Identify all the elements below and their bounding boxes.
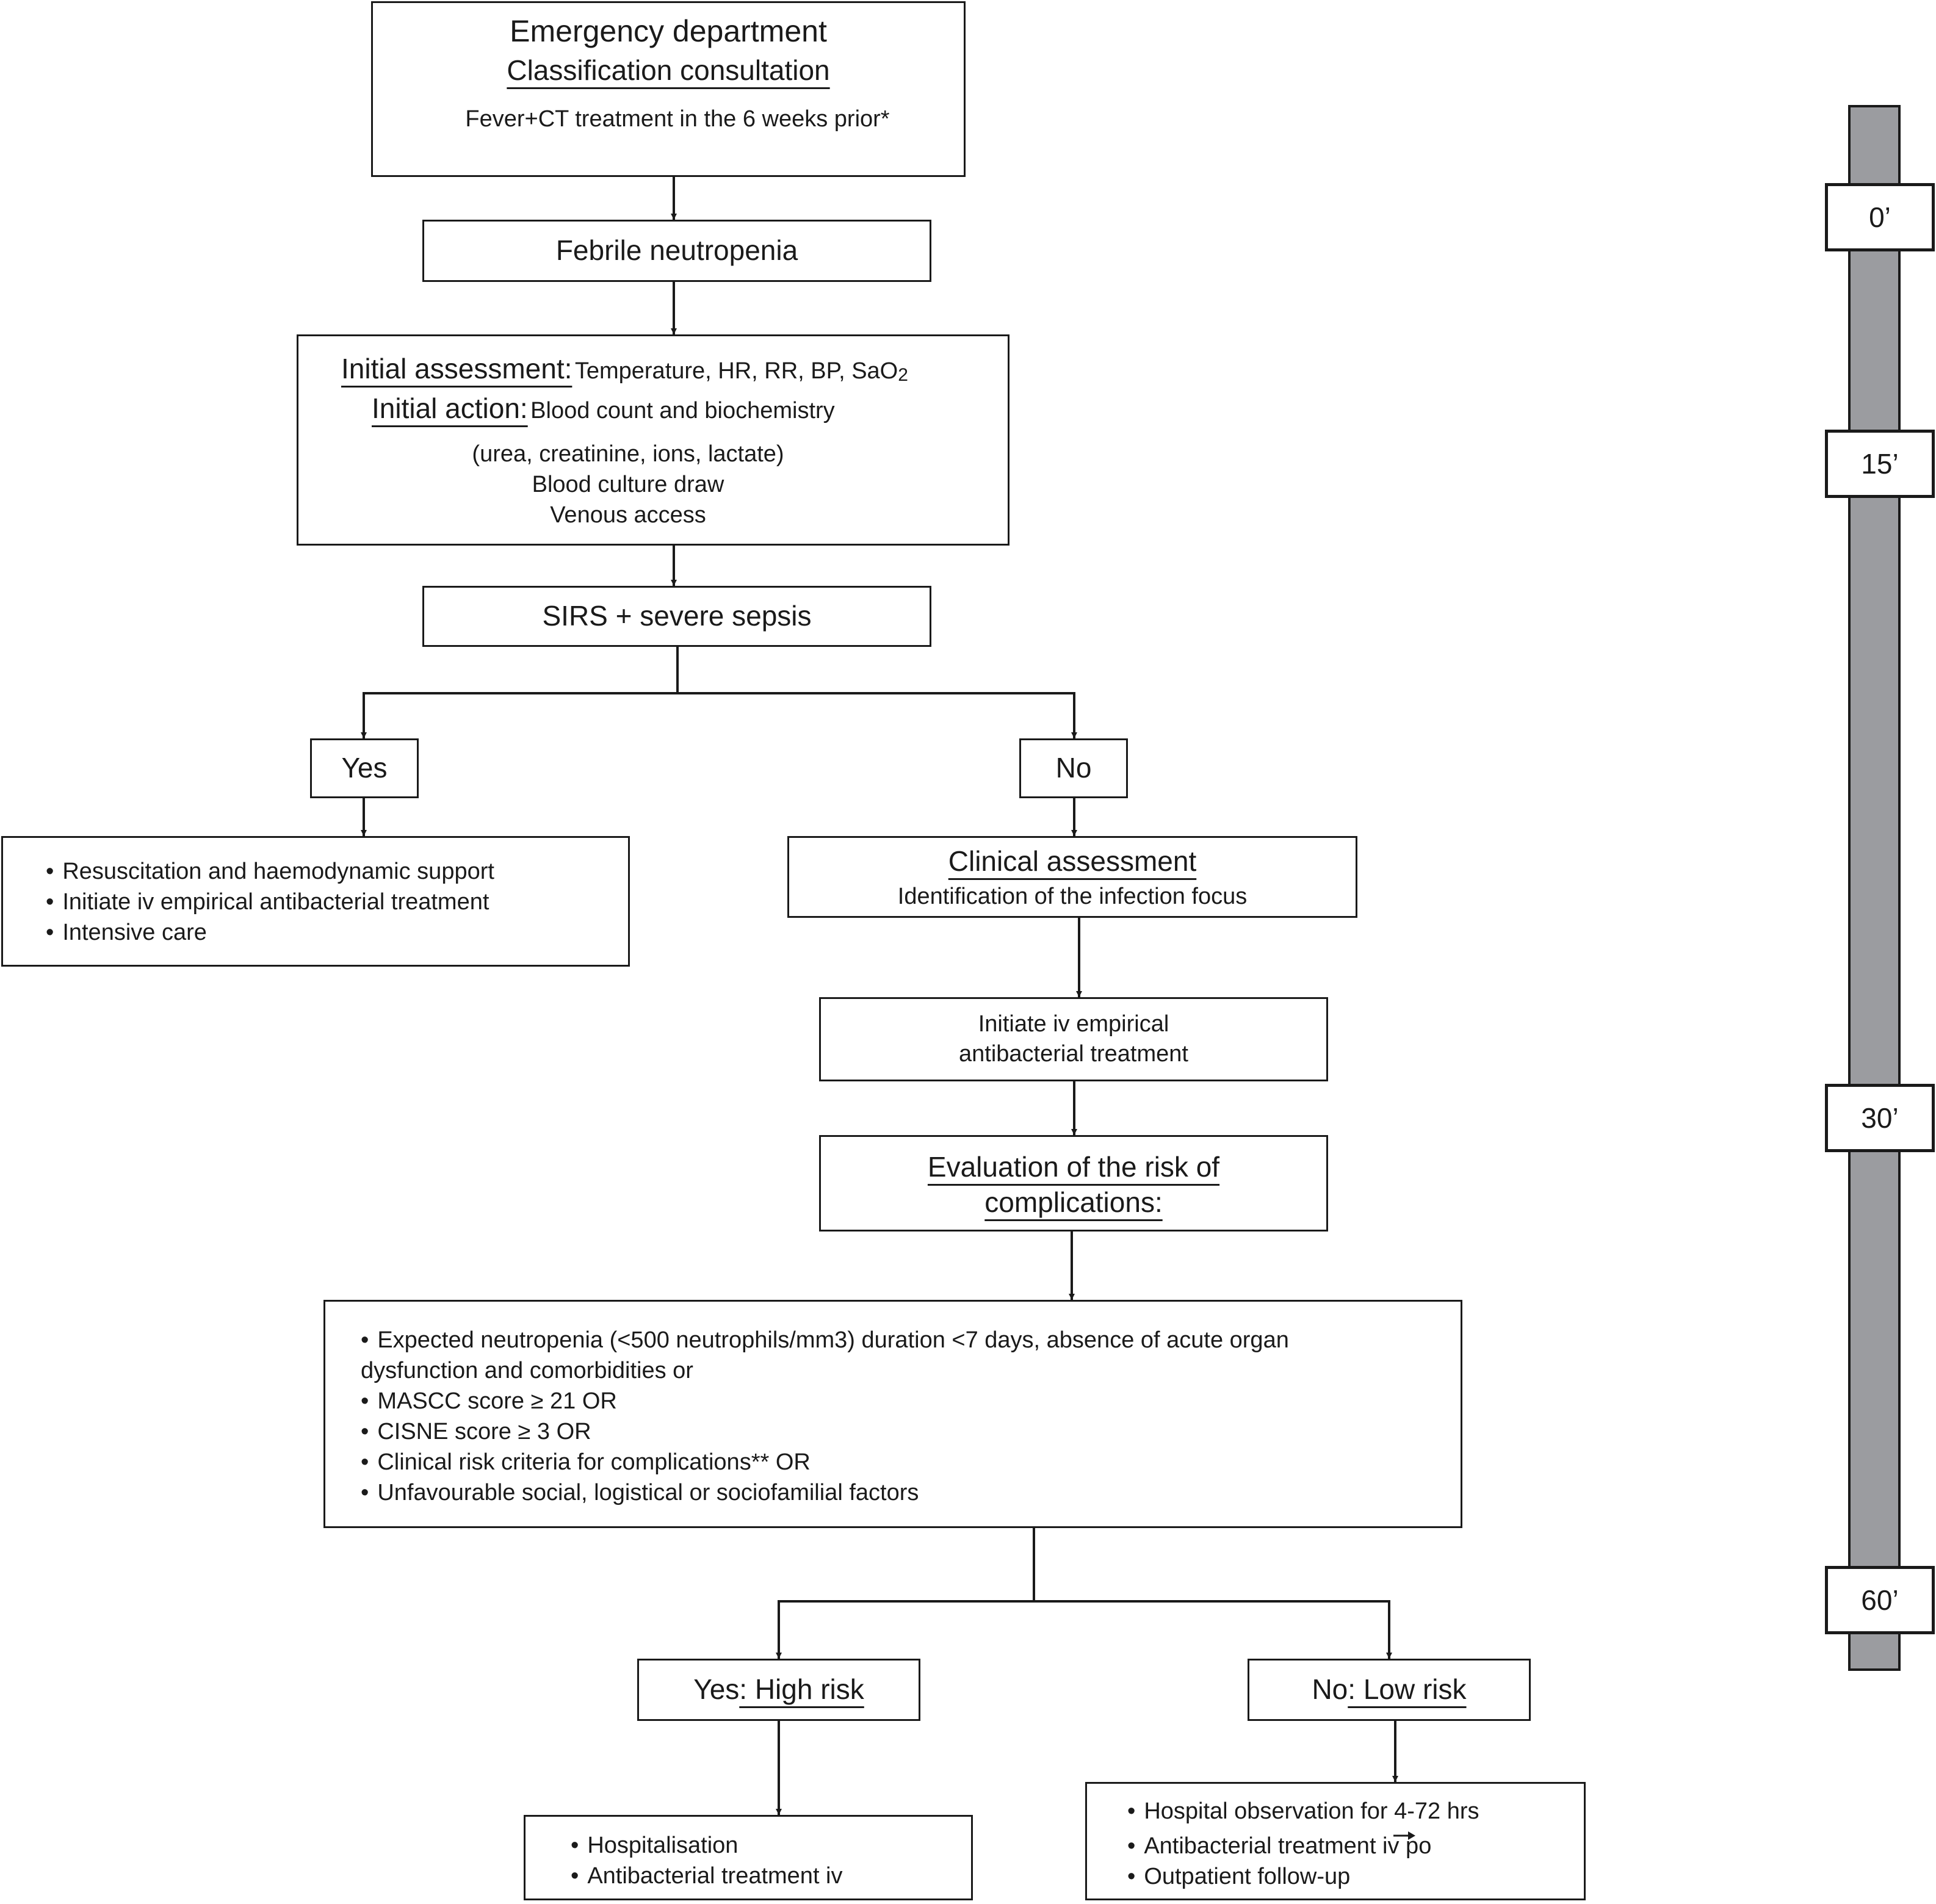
list-item: Antibacterial treatment iv po xyxy=(1127,1826,1584,1861)
risk-evaluation-line: Evaluation of the risk of xyxy=(927,1151,1220,1183)
timeline-bar xyxy=(1848,105,1901,1671)
branch-criteria xyxy=(778,1528,1035,1659)
initial-assessment-row: Initial assessment: Temperature, HR, RR,… xyxy=(298,352,1008,387)
initial-line: (urea, creatinine, ions, lactate) xyxy=(472,441,784,467)
initial-line: Blood culture draw xyxy=(532,471,724,497)
clinical-assessment-box: Clinical assessment Identification of th… xyxy=(787,836,1357,918)
high-risk-actions-box: Hospitalisation Antibacterial treatment … xyxy=(524,1815,973,1900)
initial-lines: (urea, creatinine, ions, lactate) Blood … xyxy=(298,439,958,530)
timeline-tick-60: 60’ xyxy=(1825,1566,1935,1634)
low-risk-action-text: Antibacterial treatment iv po xyxy=(1144,1833,1432,1859)
sirs-label: SIRS + severe sepsis xyxy=(542,600,812,632)
list-item: Resuscitation and haemodynamic support xyxy=(46,856,628,887)
yes-actions-list: Resuscitation and haemodynamic support I… xyxy=(46,856,628,948)
risk-evaluation-box: Evaluation of the risk of complications: xyxy=(819,1135,1328,1231)
risk-criteria-box: Expected neutropenia (<500 neutrophils/m… xyxy=(323,1300,1462,1528)
initial-assessment-text: Temperature, HR, RR, BP, SaO xyxy=(574,358,898,384)
clinical-assessment-title: Clinical assessment xyxy=(948,845,1197,877)
list-item: Clinical risk criteria for complications… xyxy=(361,1447,1461,1477)
initial-action-label: Initial action: xyxy=(372,392,528,425)
risk-criteria-list-rest: MASCC score ≥ 21 OR CISNE score ≥ 3 OR C… xyxy=(361,1386,1461,1508)
febrile-neutropenia-label: Febrile neutropenia xyxy=(555,234,798,267)
box-note: Fever+CT treatment in the 6 weeks prior* xyxy=(465,106,890,132)
branch-sirs xyxy=(363,647,679,738)
list-item: Intensive care xyxy=(46,917,628,948)
box-title: Emergency department xyxy=(510,14,827,48)
risk-criteria-list: Expected neutropenia (<500 neutrophils/m… xyxy=(361,1325,1461,1355)
branch-sirs-no xyxy=(677,692,1075,738)
no-box: No xyxy=(1019,738,1128,798)
low-risk-label: : Low risk xyxy=(1348,1673,1467,1706)
list-item: Hospital observation for 4-72 hrs xyxy=(1127,1796,1584,1826)
list-item: Outpatient follow-up xyxy=(1127,1861,1584,1892)
no-label: No xyxy=(1055,752,1092,784)
low-risk-box: No: Low risk xyxy=(1248,1659,1531,1721)
initial-assessment-box: Initial assessment: Temperature, HR, RR,… xyxy=(297,334,1010,546)
risk-evaluation-line: complications: xyxy=(984,1186,1163,1218)
list-item: Initiate iv empirical antibacterial trea… xyxy=(46,887,628,917)
initial-assessment-subscript: 2 xyxy=(898,365,908,386)
list-item: Hospitalisation xyxy=(571,1830,971,1861)
list-item: Unfavourable social, logistical or socio… xyxy=(361,1477,1461,1508)
initial-line: Venous access xyxy=(550,502,706,528)
clinical-assessment-text: Identification of the infection focus xyxy=(897,884,1248,909)
timeline-tick-30: 30’ xyxy=(1825,1084,1935,1152)
sirs-box: SIRS + severe sepsis xyxy=(422,586,931,647)
emergency-department-box: Emergency department Classification cons… xyxy=(371,1,966,177)
criteria-continuation: dysfunction and comorbidities or xyxy=(361,1358,693,1383)
branch-criteria-low xyxy=(1034,1600,1390,1659)
initial-action-text: Blood count and biochemistry xyxy=(530,398,835,424)
yes-actions-box: Resuscitation and haemodynamic support I… xyxy=(1,836,630,967)
list-item: Antibacterial treatment iv xyxy=(571,1861,971,1891)
high-risk-prefix: Yes xyxy=(693,1673,740,1706)
empirical-treatment-box: Initiate iv empirical antibacterial trea… xyxy=(819,997,1328,1081)
low-risk-actions-box: Hospital observation for 4-72 hrs Antiba… xyxy=(1085,1782,1586,1900)
high-risk-box: Yes: High risk xyxy=(637,1659,920,1721)
list-item: CISNE score ≥ 3 OR xyxy=(361,1416,1461,1447)
empirical-line: Initiate iv empirical xyxy=(978,1011,1169,1037)
initial-action-row: Initial action: Blood count and biochemi… xyxy=(298,392,1008,426)
yes-label: Yes xyxy=(341,752,388,784)
high-risk-actions-list: Hospitalisation Antibacterial treatment … xyxy=(571,1830,971,1891)
low-risk-prefix: No xyxy=(1312,1673,1348,1706)
high-risk-label: : High risk xyxy=(739,1673,864,1706)
empirical-line: antibacterial treatment xyxy=(959,1041,1188,1067)
timeline-tick-0: 0’ xyxy=(1825,183,1935,251)
list-item: MASCC score ≥ 21 OR xyxy=(361,1386,1461,1416)
box-subtitle: Classification consultation xyxy=(507,54,830,86)
timeline-tick-15: 15’ xyxy=(1825,430,1935,498)
febrile-neutropenia-box: Febrile neutropenia xyxy=(422,220,931,282)
low-risk-actions-list: Hospital observation for 4-72 hrs Antiba… xyxy=(1127,1796,1584,1892)
yes-box: Yes xyxy=(310,738,419,798)
initial-assessment-label: Initial assessment: xyxy=(341,353,572,384)
list-item: Expected neutropenia (<500 neutrophils/m… xyxy=(361,1325,1461,1355)
arrow-right-icon xyxy=(1393,1831,1416,1840)
